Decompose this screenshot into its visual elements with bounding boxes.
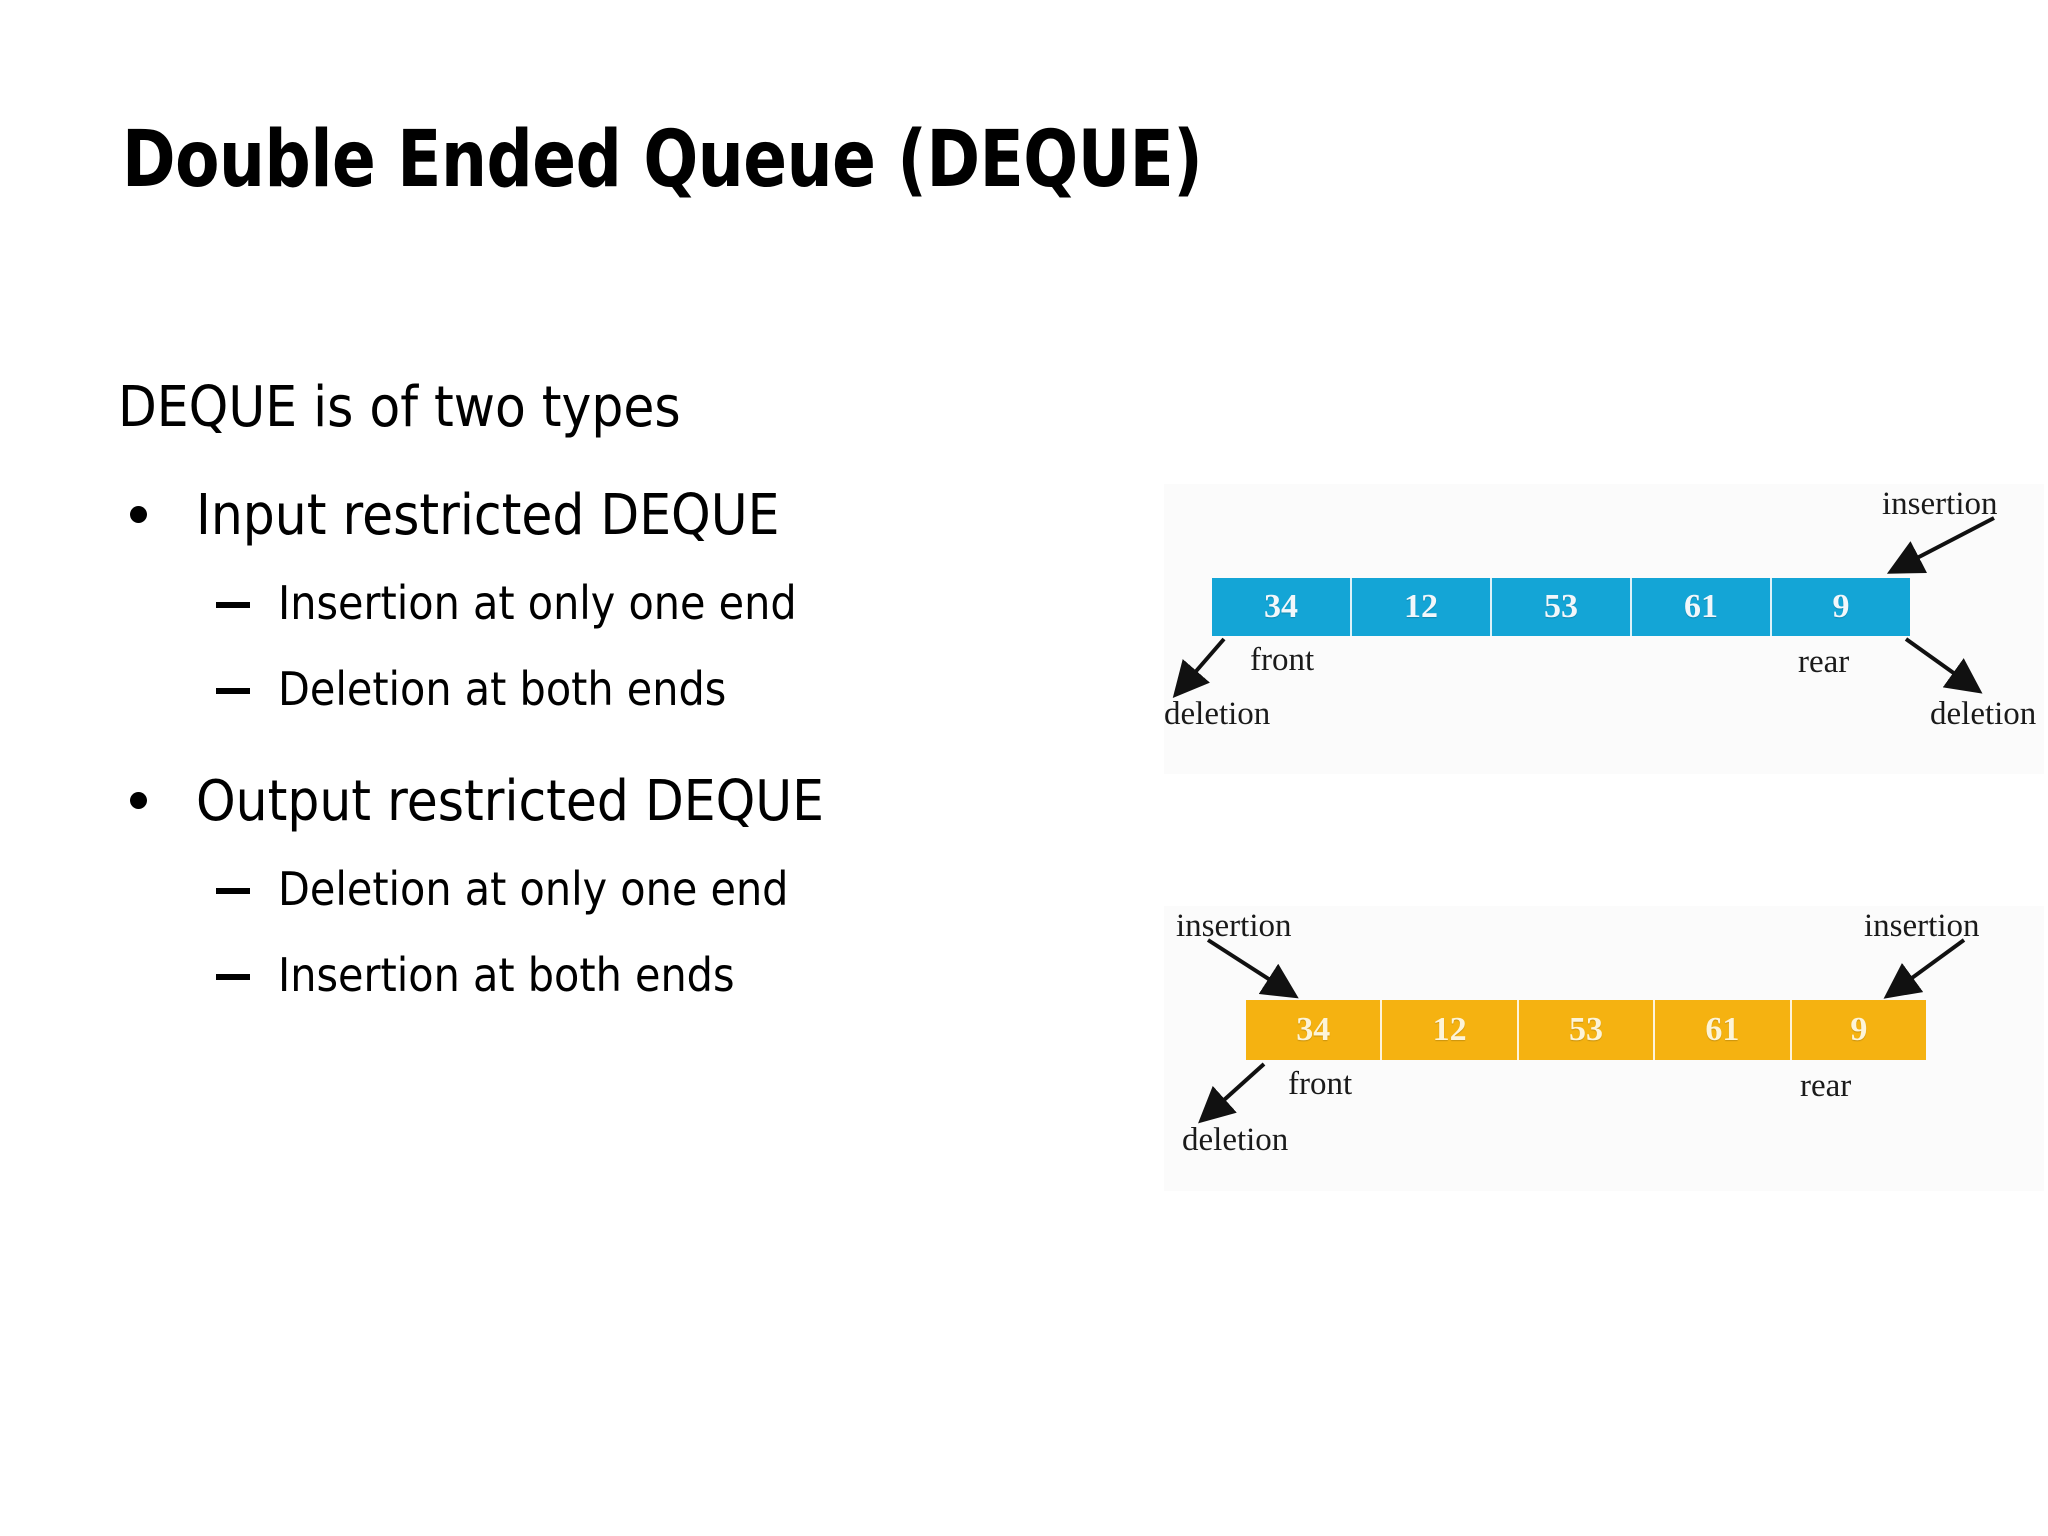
dash-icon xyxy=(216,602,250,608)
deque-cell: 53 xyxy=(1492,578,1632,636)
sub-bullet-item: Deletion at only one end xyxy=(118,866,1168,912)
page-title: Double Ended Queue (DEQUE) xyxy=(122,115,1203,205)
deque-cell: 9 xyxy=(1850,1011,1868,1048)
deque-cell: 34 xyxy=(1246,1000,1383,1060)
lead-line: DEQUE is of two types xyxy=(118,380,1063,436)
dash-icon xyxy=(216,688,250,694)
deque-cell: 61 xyxy=(1632,578,1772,636)
label-front: front xyxy=(1250,642,1315,678)
label-rear: rear xyxy=(1800,1068,1852,1104)
deque-bar-blue: 34 12 53 61 9 xyxy=(1212,578,1910,636)
sub-bullet-label: Insertion at both ends xyxy=(278,948,735,1002)
deque-cell: 12 xyxy=(1352,578,1492,636)
sub-bullet-item: Insertion at both ends xyxy=(118,952,1168,998)
dash-icon xyxy=(216,888,250,894)
bullet-item-input-restricted: Input restricted DEQUE xyxy=(118,488,1168,544)
figure-input-restricted-deque: 34 12 53 61 9 insertion front rear delet… xyxy=(1164,484,2044,774)
label-deletion-front: deletion xyxy=(1164,696,1271,732)
label-deletion-front: deletion xyxy=(1182,1122,1289,1158)
sub-bullet-label: Deletion at only one end xyxy=(278,862,789,916)
label-front: front xyxy=(1288,1066,1353,1102)
figure-output-restricted-deque: 34 12 53 61 9 insertion insertion front … xyxy=(1164,906,2044,1191)
deque-cell: 34 xyxy=(1212,578,1352,636)
slide-body: DEQUE is of two types Input restricted D… xyxy=(118,380,1168,1038)
bullet-dot-icon xyxy=(130,792,147,809)
deque-cell: 61 xyxy=(1655,1000,1792,1060)
sub-bullet-item: Deletion at both ends xyxy=(118,666,1168,712)
label-insertion-front: insertion xyxy=(1176,908,1292,944)
label-insertion-rear: insertion xyxy=(1882,486,1998,522)
deque-cell: 53 xyxy=(1519,1000,1656,1060)
sub-bullet-label: Deletion at both ends xyxy=(278,662,727,716)
label-insertion-rear: insertion xyxy=(1864,908,1980,944)
dash-icon xyxy=(216,974,250,980)
bullet-label: Output restricted DEQUE xyxy=(196,769,825,834)
lead-text: DEQUE is of two types xyxy=(118,375,681,440)
label-deletion-rear: deletion xyxy=(1930,696,2037,732)
label-rear: rear xyxy=(1798,644,1850,680)
deque-cell: 12 xyxy=(1382,1000,1519,1060)
sub-bullet-label: Insertion at only one end xyxy=(278,576,797,630)
deque-bar-orange: 34 12 53 61 9 xyxy=(1246,1000,1926,1060)
bullet-label: Input restricted DEQUE xyxy=(196,483,780,548)
deque-cell: 9 xyxy=(1832,588,1850,625)
bullet-item-output-restricted: Output restricted DEQUE xyxy=(118,774,1168,830)
sub-bullet-item: Insertion at only one end xyxy=(118,580,1168,626)
bullet-dot-icon xyxy=(130,506,147,523)
